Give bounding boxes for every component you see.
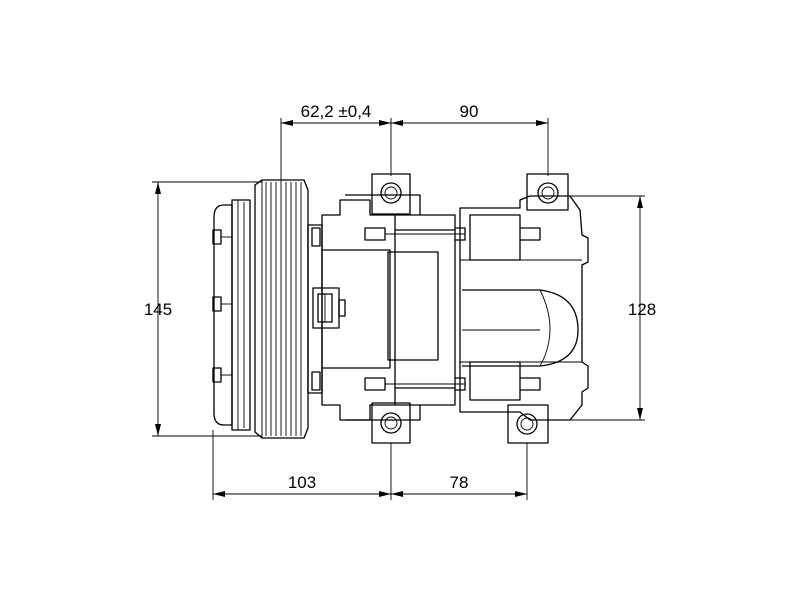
dimension-label-128: 128 — [628, 300, 656, 319]
dimension-label-78: 78 — [450, 473, 469, 492]
front-housing — [307, 194, 421, 421]
dimension-label-90: 90 — [460, 102, 479, 121]
compressor-body — [364, 173, 466, 444]
dimension-label-103: 103 — [288, 473, 316, 492]
pulley — [254, 179, 309, 439]
dimension-label-145: 145 — [144, 300, 172, 319]
clutch-plate — [212, 199, 251, 431]
rear-head — [459, 173, 589, 444]
dimension-label-62-2: 62,2 ±0,4 — [301, 102, 372, 121]
electrical-connector — [312, 287, 346, 329]
